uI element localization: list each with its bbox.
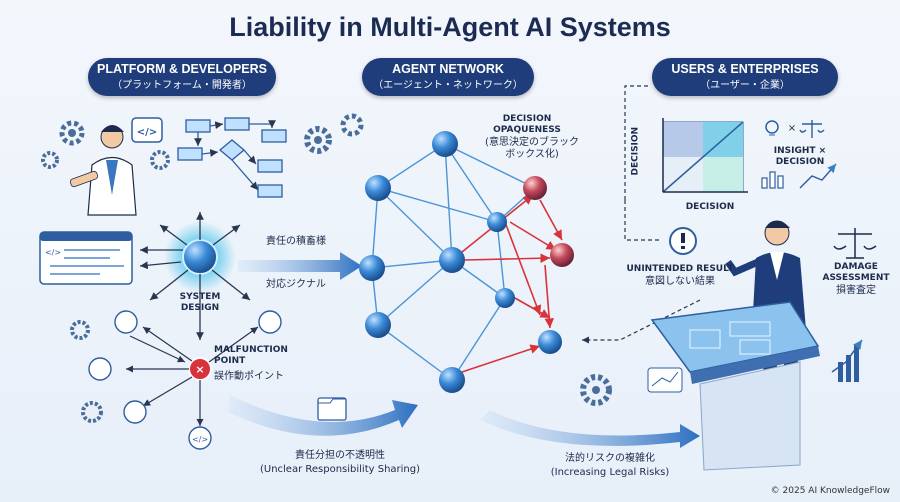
folder-icon bbox=[317, 397, 347, 421]
users-header: USERS & ENTERPRISES （ユーザー・企業） bbox=[652, 58, 838, 96]
unintended-jp-label: 意図しない結果 bbox=[645, 276, 715, 287]
decision-y-axis-label: DECISION bbox=[630, 126, 641, 176]
code-window-icon bbox=[39, 231, 133, 285]
system-design-label: SYSTEM DESIGN bbox=[170, 292, 230, 314]
damage-en-text: DAMAGE ASSESSMENT bbox=[822, 262, 890, 283]
network-header: AGENT NETWORK （エージェント・ネットワーク） bbox=[362, 58, 534, 96]
unclear-responsibility-arrow bbox=[228, 395, 418, 436]
users-title: USERS & ENTERPRISES bbox=[671, 62, 819, 76]
line-graph-icon bbox=[799, 163, 837, 189]
graph-card-icon bbox=[647, 367, 683, 393]
malfunction-jp-label: 誤作動ポイント bbox=[214, 371, 284, 382]
code-icon: </> bbox=[137, 127, 157, 138]
legal-en-label: (Increasing Legal Risks) bbox=[550, 467, 670, 478]
gear-icon bbox=[41, 151, 59, 169]
scales-icon bbox=[799, 120, 825, 138]
gear-icon bbox=[81, 401, 103, 423]
trend-chart-icon bbox=[831, 339, 863, 382]
malfunction-arrows bbox=[125, 326, 259, 426]
times-icon: × bbox=[788, 123, 796, 134]
bar-chart-icon bbox=[761, 171, 784, 189]
network-subtitle: （エージェント・ネットワーク） bbox=[373, 80, 523, 91]
page-title: Liability in Multi-Agent AI Systems bbox=[229, 12, 671, 42]
code-glyph-icon: </> bbox=[45, 248, 61, 257]
accountability-label: 責任の積畜様 bbox=[266, 236, 326, 247]
justice-scales-icon bbox=[833, 228, 877, 259]
malfunction-en-text: MALFUNCTION POINT bbox=[214, 345, 288, 366]
malfunction-x-mark: × bbox=[195, 363, 204, 376]
gear-icon bbox=[59, 120, 85, 146]
platform-title: PLATFORM & DEVELOPERS bbox=[97, 62, 267, 76]
opaqueness-en-text: DECISION OPAQUENESS bbox=[493, 114, 561, 135]
decision-matrix-chart bbox=[662, 118, 748, 193]
opaqueness-jp-text: (意思決定のブラック ボックス化) bbox=[485, 137, 579, 160]
hub-arrows bbox=[139, 212, 251, 340]
code-bubble-icon bbox=[131, 117, 163, 143]
developer-figure bbox=[69, 125, 137, 216]
users-subtitle: （ユーザー・企業） bbox=[700, 80, 790, 91]
lightbulb-icon bbox=[765, 120, 779, 136]
system-design-text: SYSTEM DESIGN bbox=[179, 292, 221, 313]
opaqueness-label: DECISION OPAQUENESS bbox=[487, 114, 567, 136]
unclear-jp-label: 責任分担の不透明性 bbox=[295, 450, 385, 461]
response-signal-label: 対応ジクナル bbox=[266, 279, 326, 290]
unclear-en-label: (Unclear Responsibility Sharing) bbox=[259, 464, 421, 475]
opaqueness-jp-label: (意思決定のブラック ボックス化) bbox=[477, 137, 587, 161]
network-title: AGENT NETWORK bbox=[392, 62, 504, 76]
legal-jp-label: 法的リスクの複雑化 bbox=[565, 453, 655, 464]
gear-icon bbox=[340, 113, 364, 137]
gear-icon bbox=[580, 374, 612, 406]
accountability-arrow bbox=[238, 252, 362, 280]
malfunction-point-label: MALFUNCTION POINT bbox=[214, 345, 294, 367]
copyright: © 2025 AI KnowledgeFlow bbox=[770, 486, 890, 496]
gear-icon bbox=[70, 320, 90, 340]
system-hub-node bbox=[182, 239, 218, 275]
gear-icon bbox=[150, 150, 170, 170]
gear-icon bbox=[304, 126, 332, 154]
network-edges bbox=[371, 143, 536, 381]
damage-jp-label: 損害査定 bbox=[836, 285, 876, 296]
insight-label: INSIGHT × DECISION bbox=[773, 146, 827, 167]
damage-assessment-label: DAMAGE ASSESSMENT bbox=[818, 262, 894, 284]
decision-x-axis-label: DECISION bbox=[685, 202, 735, 212]
unintended-en-label: UNINTENDED RESULT bbox=[626, 264, 734, 274]
flowchart-icon bbox=[177, 117, 287, 198]
platform-subtitle: （プラットフォーム・開発者） bbox=[112, 80, 252, 91]
code-node-icon: </> bbox=[192, 435, 208, 444]
agent-nodes bbox=[359, 131, 574, 393]
interactive-table bbox=[650, 301, 820, 471]
dashed-connectors bbox=[582, 85, 701, 344]
legal-risk-arrow bbox=[480, 410, 700, 448]
satellite-icons bbox=[88, 310, 282, 450]
platform-header: PLATFORM & DEVELOPERS （プラットフォーム・開発者） bbox=[88, 58, 276, 96]
